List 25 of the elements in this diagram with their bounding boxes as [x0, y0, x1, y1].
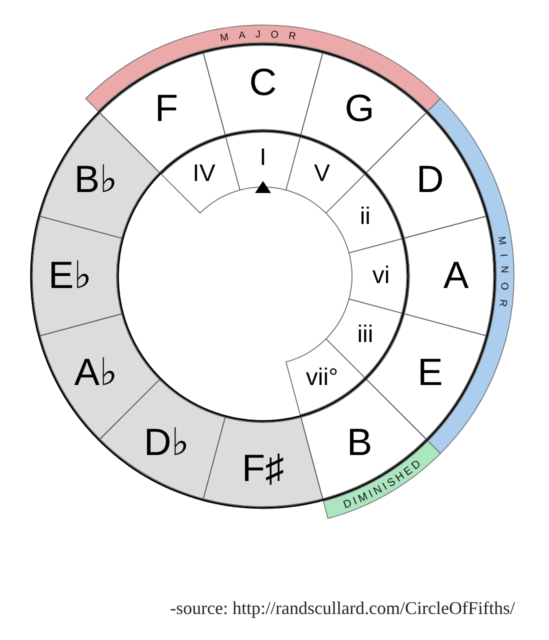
key-name: A [443, 257, 469, 295]
degree-sector [223, 130, 303, 193]
key-name: F♯ [242, 450, 284, 488]
key-name: C [249, 64, 277, 102]
degree-numeral: vii° [306, 366, 338, 390]
key-name: G [344, 90, 374, 128]
degree-numeral: V [314, 162, 330, 186]
key-name: A♭ [74, 354, 118, 392]
key-name: D [416, 160, 444, 198]
degree-sector [346, 236, 409, 316]
degree-numeral: iii [357, 323, 374, 347]
degree-numeral: I [260, 146, 266, 170]
key-name: E [417, 354, 443, 392]
source-note: -source: http://randscullard.com/CircleOfFifths/ [170, 599, 515, 618]
key-name: B♭ [74, 160, 118, 198]
key-sector [201, 415, 326, 510]
degree-numeral: ii [360, 205, 371, 229]
degree-numeral: IV [192, 162, 216, 186]
key-name: B [346, 424, 372, 462]
degree-numeral: vi [372, 264, 390, 288]
key-sector [30, 214, 125, 339]
key-name: E♭ [48, 257, 92, 295]
band-label: MAJOR [220, 29, 306, 44]
key-name: D♭ [144, 424, 190, 462]
key-name: F [154, 90, 178, 128]
